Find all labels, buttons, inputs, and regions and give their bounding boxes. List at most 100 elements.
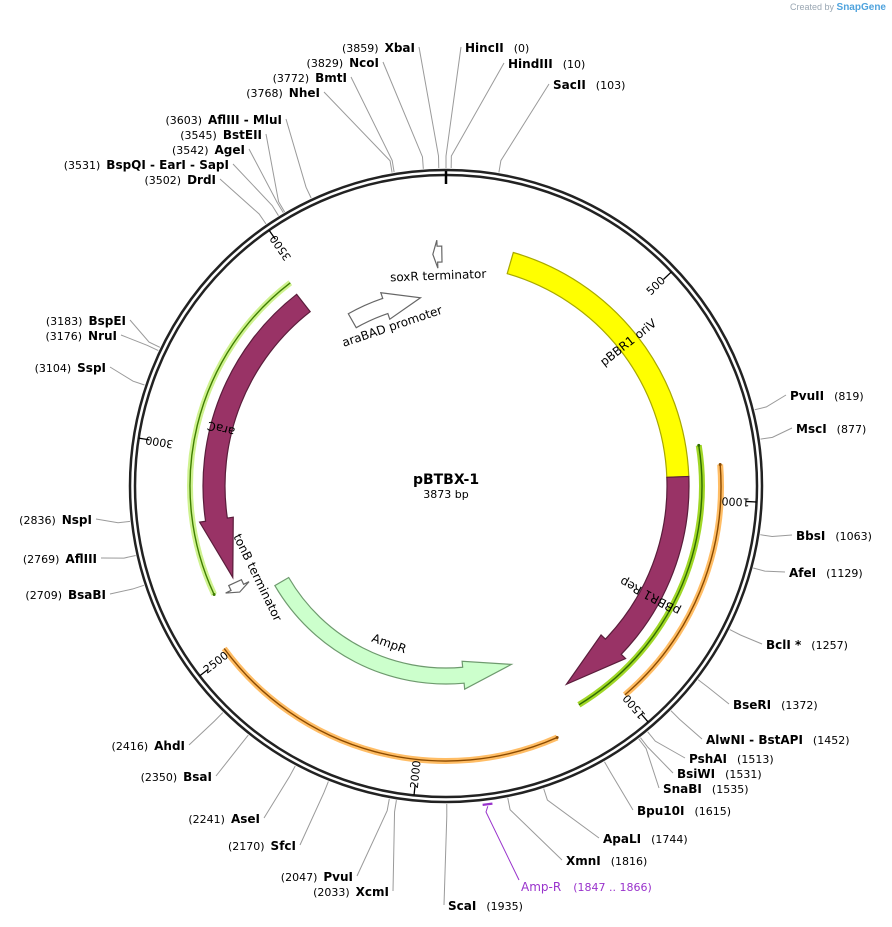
site-pos-bseri: (1372) bbox=[781, 699, 818, 712]
site-name-ncoi: NcoI bbox=[349, 56, 379, 70]
site-ncoi[interactable]: (3829)NcoI bbox=[307, 56, 424, 169]
tick-3000 bbox=[138, 437, 150, 441]
site-name-bcli: BclI * bbox=[766, 638, 802, 652]
site-hindiii[interactable]: HindIII(10) bbox=[450, 57, 585, 169]
site-bseri[interactable]: BseRI (1372) bbox=[697, 679, 818, 712]
tick-500 bbox=[663, 271, 672, 280]
site-xmni[interactable]: XmnI (1816) bbox=[507, 797, 648, 868]
site-label-bspqi-eari-sapi: (3531) BspQI - EarI - SapI bbox=[64, 158, 229, 172]
site-ahdi[interactable]: (2416)AhdI bbox=[112, 712, 224, 753]
site-leader-xcmi bbox=[392, 800, 397, 892]
site-pvui[interactable]: (2047)PvuI bbox=[281, 798, 390, 884]
site-pos-xcmi: (2033) bbox=[313, 886, 350, 899]
site-afliii-mlui[interactable]: (3603)AflIII - MluI bbox=[165, 113, 312, 199]
site-name-ahdi: AhdI bbox=[154, 739, 185, 753]
site-msci[interactable]: MscI(877) bbox=[760, 422, 867, 440]
site-leader-bpu10i bbox=[604, 761, 634, 811]
site-name-bmti: BmtI bbox=[315, 71, 347, 85]
site-bmti[interactable]: (3772)BmtI bbox=[273, 71, 395, 173]
site-nspi[interactable]: (2836)NspI bbox=[19, 513, 131, 527]
site-name-bseri: BseRI bbox=[733, 698, 771, 712]
site-asei[interactable]: (2241)AseI bbox=[188, 765, 296, 826]
site-afliii[interactable]: (2769)AflIII bbox=[23, 552, 136, 566]
feature-pbbr1-rep[interactable] bbox=[564, 475, 690, 686]
site-label-alwni-bstapi: AlwNI - BstAPI (1452) bbox=[706, 733, 849, 747]
site-xcmi[interactable]: (2033) XcmI bbox=[313, 800, 397, 899]
site-hincii[interactable]: HincII(0) bbox=[445, 41, 529, 168]
site-label-sfci: (2170)SfcI bbox=[228, 839, 296, 853]
site-pshai[interactable]: PshAI(1513) bbox=[647, 731, 774, 766]
site-label-nhei: (3768)NheI bbox=[246, 86, 320, 100]
site-label-bcli: BclI *(1257) bbox=[766, 638, 848, 652]
site-leader-bcli bbox=[729, 629, 763, 645]
site-pos-xmni: (1816) bbox=[611, 855, 648, 868]
site-apali[interactable]: ApaLI(1744) bbox=[543, 788, 688, 846]
site-name-sfci: SfcI bbox=[271, 839, 296, 853]
site-label-pvuii: PvuII(819) bbox=[790, 389, 864, 403]
feature-ampr[interactable] bbox=[274, 576, 514, 691]
site-label-pshai: PshAI(1513) bbox=[689, 752, 774, 766]
primer-amp-r[interactable]: Amp-R(1847 .. 1866) bbox=[482, 802, 652, 894]
site-name-alwni-bstapi: AlwNI - BstAPI bbox=[706, 733, 803, 747]
site-label-ahdi: (2416)AhdI bbox=[112, 739, 185, 753]
site-pos-bspei: (3183) bbox=[46, 315, 83, 328]
site-name-bsteii: BstEII bbox=[223, 128, 262, 142]
site-bsai[interactable]: (2350)BsaI bbox=[141, 734, 249, 784]
site-afei[interactable]: AfeI(1129) bbox=[753, 566, 863, 580]
site-name-xcmi: XcmI bbox=[356, 885, 389, 899]
site-name-apali: ApaLI bbox=[603, 832, 641, 846]
feature-tonb-terminator[interactable] bbox=[225, 578, 250, 594]
site-bspei[interactable]: (3183)BspEI bbox=[46, 314, 161, 348]
site-nrui[interactable]: (3176)NruI bbox=[45, 329, 159, 351]
site-label-pvui: (2047)PvuI bbox=[281, 870, 353, 884]
site-name-bpu10i: Bpu10I bbox=[637, 804, 684, 818]
site-agei[interactable]: (3542)AgeI bbox=[172, 143, 284, 214]
site-name-msci: MscI bbox=[796, 422, 827, 436]
tick-label-2000: 2000 bbox=[408, 760, 424, 789]
site-pos-alwni-bstapi: (1452) bbox=[813, 734, 850, 747]
plasmid-name: pBTBX-1 bbox=[413, 472, 479, 488]
site-snabi[interactable]: SnaBI(1535) bbox=[638, 738, 749, 796]
primer: Amp-R(1847 .. 1866) bbox=[482, 802, 652, 894]
feature-soxr-terminator[interactable] bbox=[432, 240, 443, 269]
site-name-bspqi-eari-sapi: BspQI - EarI - SapI bbox=[106, 158, 229, 172]
site-label-asei: (2241)AseI bbox=[188, 812, 260, 826]
site-pvuii[interactable]: PvuII(819) bbox=[754, 389, 864, 411]
site-leader-sacii bbox=[498, 83, 550, 173]
feature-arabad-promoter[interactable] bbox=[347, 291, 423, 329]
site-sspi[interactable]: (3104)SspI bbox=[35, 361, 145, 386]
site-bcli[interactable]: BclI *(1257) bbox=[729, 629, 848, 652]
site-leader-bspei bbox=[129, 319, 161, 348]
site-leader-bmti bbox=[350, 76, 395, 173]
site-pos-pvuii: (819) bbox=[834, 390, 864, 403]
site-scai[interactable]: ScaI(1935) bbox=[443, 803, 523, 913]
site-leader-pshai bbox=[647, 731, 686, 759]
site-bspqi-eari-sapi[interactable]: (3531) BspQI - EarI - SapI bbox=[64, 158, 279, 216]
site-bpu10i[interactable]: Bpu10I(1615) bbox=[604, 761, 731, 818]
annotation-band-end-2 bbox=[718, 463, 722, 466]
feature-arac[interactable] bbox=[198, 293, 312, 580]
site-drdi[interactable]: (3502)DrdI bbox=[144, 173, 267, 225]
site-label-afei: AfeI(1129) bbox=[789, 566, 863, 580]
site-xbai[interactable]: (3859)XbaI bbox=[342, 41, 440, 169]
site-bsteii[interactable]: (3545)BstEII bbox=[180, 128, 286, 213]
site-sfci[interactable]: (2170)SfcI bbox=[228, 781, 329, 853]
site-leader-sspi bbox=[109, 366, 145, 386]
site-leader-bbsi bbox=[760, 534, 793, 538]
site-alwni-bstapi[interactable]: AlwNI - BstAPI (1452) bbox=[670, 710, 849, 747]
site-pos-afliii: (2769) bbox=[23, 553, 60, 566]
site-bbsi[interactable]: BbsI(1063) bbox=[760, 529, 872, 543]
backbone bbox=[128, 168, 764, 804]
site-nhei[interactable]: (3768)NheI bbox=[246, 86, 393, 173]
site-label-hindiii: HindIII(10) bbox=[508, 57, 585, 71]
site-label-hincii: HincII(0) bbox=[465, 41, 529, 55]
site-pos-bspqi-eari-sapi: (3531) bbox=[64, 159, 101, 172]
site-name-xmni: XmnI bbox=[566, 854, 601, 868]
site-sacii[interactable]: SacII(103) bbox=[498, 78, 626, 173]
site-bsabi[interactable]: (2709)BsaBI bbox=[25, 584, 145, 602]
site-pos-afei: (1129) bbox=[826, 567, 863, 580]
site-bsiwi[interactable]: BsiWI(1531) bbox=[640, 737, 762, 781]
site-name-nspi: NspI bbox=[62, 513, 92, 527]
site-leader-nspi bbox=[95, 518, 131, 524]
